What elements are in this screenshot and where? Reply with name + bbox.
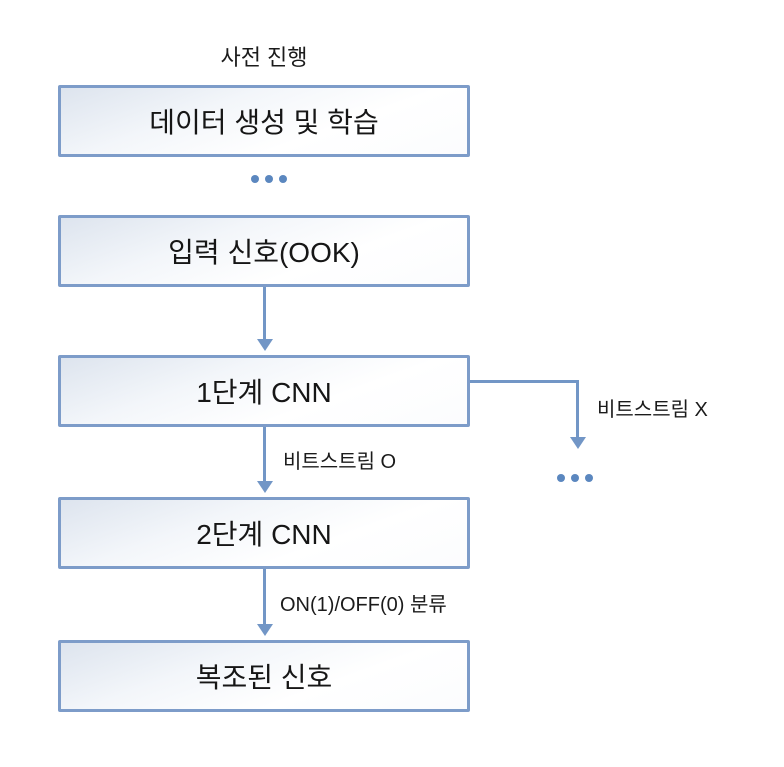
arrow-cnn1-branch-vertical — [576, 380, 579, 437]
node-demodulated-signal: 복조된 신호 — [58, 640, 470, 712]
pre-process-label: 사전 진행 — [220, 45, 308, 70]
dot-icon — [265, 175, 273, 183]
node-stage1-cnn: 1단계 CNN — [58, 355, 470, 427]
arrow-input-to-cnn1 — [263, 287, 266, 339]
node-label: 복조된 신호 — [195, 662, 333, 693]
edge-label-onoff-classification: ON(1)/OFF(0) 분류 — [280, 594, 447, 616]
ellipsis-icon — [251, 175, 287, 183]
node-label: 데이터 생성 및 학습 — [149, 107, 379, 138]
arrowhead-icon — [257, 624, 273, 636]
arrow-cnn2-to-output — [263, 569, 266, 624]
arrow-cnn1-to-cnn2 — [263, 427, 266, 481]
node-stage2-cnn: 2단계 CNN — [58, 497, 470, 569]
node-label: 1단계 CNN — [196, 377, 332, 408]
node-label: 입력 신호(OOK) — [168, 237, 360, 268]
arrowhead-icon — [257, 481, 273, 493]
arrow-cnn1-branch-horizontal — [470, 380, 579, 383]
dot-icon — [585, 474, 593, 482]
dot-icon — [251, 175, 259, 183]
ellipsis-icon — [557, 474, 593, 482]
edge-label-bitstream-o: 비트스트림 O — [283, 451, 397, 473]
edge-label-bitstream-x: 비트스트림 X — [597, 399, 708, 421]
node-input-signal-ook: 입력 신호(OOK) — [58, 215, 470, 287]
node-label: 2단계 CNN — [196, 519, 332, 550]
node-data-generation-training: 데이터 생성 및 학습 — [58, 85, 470, 157]
dot-icon — [279, 175, 287, 183]
dot-icon — [571, 474, 579, 482]
dot-icon — [557, 474, 565, 482]
arrowhead-icon — [257, 339, 273, 351]
arrowhead-icon — [570, 437, 586, 449]
